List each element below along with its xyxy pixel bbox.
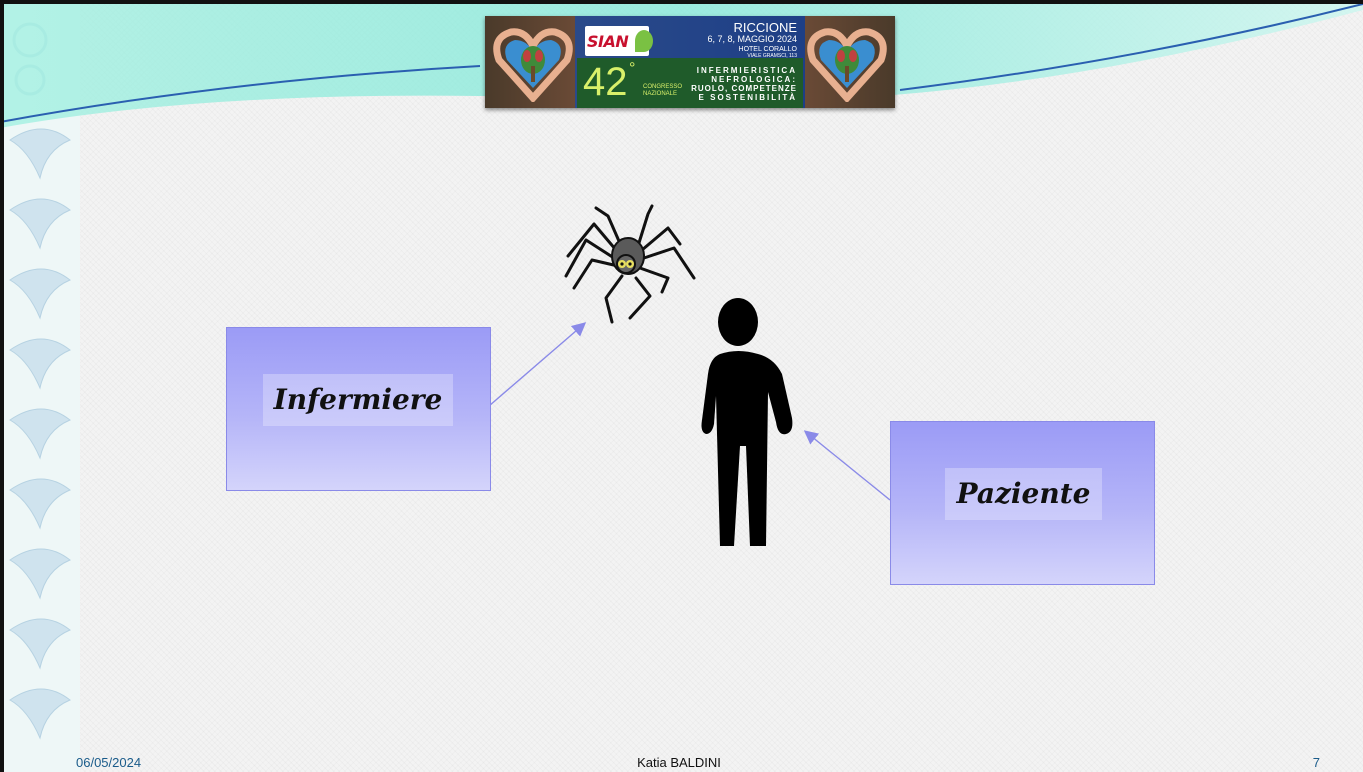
footer-author: Katia BALDINI	[637, 755, 721, 770]
infermiere-label: Infermiere	[263, 374, 453, 426]
infermiere-box: Infermiere	[226, 327, 491, 491]
banner-theme-line: NEFROLOGICA:	[711, 75, 797, 84]
banner-city: RICCIONE	[733, 20, 797, 35]
banner-hotel: HOTEL CORALLO	[738, 46, 797, 53]
heart-hands-icon	[493, 28, 573, 102]
sian-logo-text: SIAN	[587, 32, 629, 51]
banner-theme-line: INFERMIERISTICA	[696, 66, 797, 75]
left-border-line	[0, 0, 4, 772]
person-icon	[701, 298, 793, 546]
congress-label: CONGRESSO NAZIONALE	[643, 84, 683, 97]
heart-hands-icon	[807, 28, 887, 102]
banner-dates: 6, 7, 8, MAGGIO 2024	[707, 34, 797, 44]
banner-theme-line: RUOLO, COMPETENZE	[691, 84, 797, 93]
slide-number: 7	[1312, 755, 1320, 770]
paziente-label: Paziente	[945, 468, 1102, 520]
banner-center: SIAN 42 ° CONGRESSO NAZIONALE RICCIONE 6…	[577, 16, 803, 108]
congress-number: 42	[583, 60, 628, 104]
paziente-box: Paziente	[890, 421, 1155, 585]
banner-theme-line: E SOSTENIBILITÀ	[698, 93, 797, 102]
banner-green-panel	[577, 58, 803, 108]
banner-address: VIALE GRAMSCI, 113	[747, 53, 797, 59]
footer-date: 06/05/2024	[76, 755, 142, 770]
congress-banner: SIAN 42 ° CONGRESSO NAZIONALE RICCIONE 6…	[485, 16, 895, 108]
leaf-icon	[635, 30, 653, 52]
spider-icon	[564, 204, 696, 324]
congress-degree: °	[629, 60, 636, 77]
